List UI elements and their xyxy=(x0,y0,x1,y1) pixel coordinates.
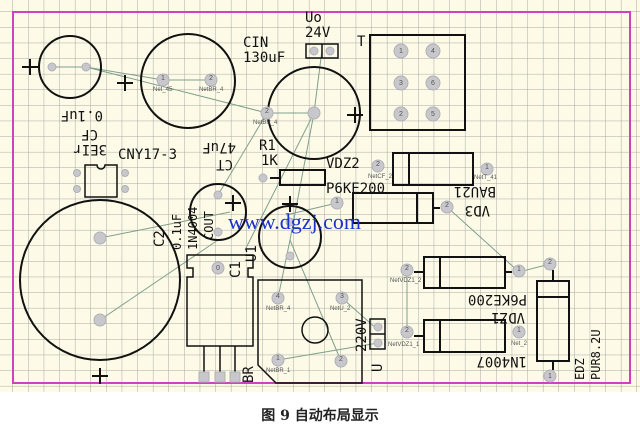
cin-ref: CIN xyxy=(243,35,268,51)
net-label: NetBR_1 xyxy=(266,368,291,374)
transformer-t[interactable]: T 1 4 3 6 2 5 xyxy=(357,34,466,131)
pad-number: 2 xyxy=(399,111,403,118)
vdz2-ref: VDZ2 xyxy=(326,156,360,172)
diode-vd3[interactable]: 1 2 BAU21 VD3 xyxy=(330,183,496,224)
vdz1-ref: VDZ1 xyxy=(491,309,525,325)
pad-number: 4 xyxy=(276,293,280,300)
edz-ref: EDZ xyxy=(573,358,587,380)
pad-number: 1 xyxy=(517,327,521,334)
c1-ref: C1 xyxy=(228,261,244,278)
optocoupler[interactable]: 3EIr CNY17-3 xyxy=(73,141,177,198)
pad-number: 3 xyxy=(340,293,344,300)
opto-ref: 3EIr xyxy=(73,141,107,157)
pad-number: 6 xyxy=(431,80,435,87)
cout-ref: COUT xyxy=(202,211,216,240)
uo-value: 24V xyxy=(305,25,331,41)
u1-ref: U1 xyxy=(244,245,260,262)
c2-ref: C2 xyxy=(152,230,168,247)
pad-number: 2 xyxy=(445,202,449,209)
capacitor-ct[interactable]: 1 2 Net_45 NetBR_4 47uF CT xyxy=(117,33,236,172)
pad-number: 1 xyxy=(548,373,552,380)
pad-number: 5 xyxy=(431,111,435,118)
net-label: Net_45 xyxy=(153,87,173,93)
pad-number: 4 xyxy=(431,48,435,55)
net-label: NetBR_4 xyxy=(199,87,224,93)
br-ref: BR xyxy=(241,366,257,383)
cout-value: 0.1uF xyxy=(170,214,184,250)
bridge-rectifier-br[interactable]: 4 NetBR_4 3 NetU_2 1 NetBR_1 2 xyxy=(257,279,363,384)
connector-uo[interactable]: Uo 24V xyxy=(305,10,339,59)
pad-number: 2 xyxy=(209,75,213,82)
capacitor-u[interactable] xyxy=(258,196,322,269)
pad-number: 1 xyxy=(276,355,280,362)
capacitor-cout[interactable]: 0.1uF 1N4004 COUT xyxy=(170,183,247,250)
opto-value: CNY17-3 xyxy=(118,147,177,163)
pad-number: 0 xyxy=(216,265,220,272)
net-label: Net_2 xyxy=(511,341,528,347)
diode-vd[interactable]: 2 NetVDZ1_1 1 Net_2 1N4007 xyxy=(388,319,528,369)
pad-number: 2 xyxy=(265,108,269,115)
cin-value: 130uF xyxy=(243,50,285,66)
pad-number: 2 xyxy=(376,161,380,168)
uo-ref: Uo xyxy=(305,10,322,26)
net-label: NetT_41 xyxy=(474,175,498,181)
cf-value: 0.1uF xyxy=(61,107,103,123)
pad-number: 1 xyxy=(161,75,165,82)
vd-value: 1N4007 xyxy=(476,353,527,369)
u-value: 220V xyxy=(354,318,370,352)
cout-extra: 1N4004 xyxy=(186,207,200,250)
pad-number: 1 xyxy=(517,266,521,273)
pad-number: 2 xyxy=(548,259,552,266)
net-label: NetVDZ1_1 xyxy=(388,342,420,348)
net-label: NetBR_4 xyxy=(266,306,291,312)
r1-value: 1K xyxy=(261,153,278,169)
regulator-u1[interactable]: 0 C1 U1 BR xyxy=(186,245,260,383)
watermark: www.dgzj.com xyxy=(228,209,361,234)
ct-value: 47uF xyxy=(202,139,236,155)
pad-number: 1 xyxy=(335,198,339,205)
vd3-value: BAU21 xyxy=(454,183,496,199)
pad-number: 2 xyxy=(405,265,409,272)
capacitor-c2[interactable]: C2 xyxy=(19,199,181,384)
grid xyxy=(0,0,640,392)
capacitor-cf[interactable]: 0.1uF CF xyxy=(22,35,103,142)
diode-edz[interactable]: 1 EDZ PUR8.2U xyxy=(536,270,603,383)
net-label: NetU_2 xyxy=(330,306,351,312)
pad-number: 2 xyxy=(339,356,343,363)
vdz2-value: P6KE200 xyxy=(326,181,385,197)
connector-u[interactable]: 220V U xyxy=(354,318,386,372)
vd3-ref: VD3 xyxy=(465,202,490,218)
net-label: NetVDZ1_2 xyxy=(390,278,422,284)
edz-value: PUR8.2U xyxy=(589,329,603,380)
u-ref: U xyxy=(370,364,386,372)
net-label: NetCF_2 xyxy=(368,174,393,180)
pad-number: 3 xyxy=(399,80,403,87)
cf-ref: CF xyxy=(81,126,98,142)
t-ref: T xyxy=(357,34,366,50)
figure-caption: 图 9 自动布局显示 xyxy=(261,407,379,424)
resistor-r1[interactable]: R1 1K xyxy=(258,138,326,186)
capacitor-cin[interactable]: CIN 130uF 2 NetBR_4 xyxy=(243,35,363,160)
pad-number: 1 xyxy=(485,164,489,171)
net-label: NetBR_4 xyxy=(253,120,278,126)
pad-number: 2 xyxy=(405,327,409,334)
ct-ref: CT xyxy=(216,156,233,172)
pad-number: 1 xyxy=(399,48,403,55)
r1-ref: R1 xyxy=(259,138,276,154)
vdz1-value: P6KE200 xyxy=(468,291,527,307)
